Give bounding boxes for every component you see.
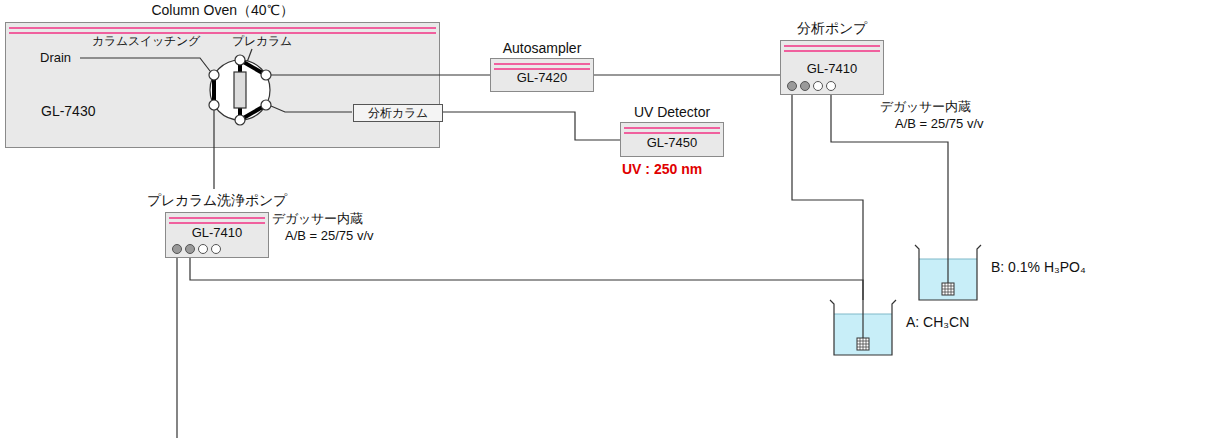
unit-title: Column Oven（40℃） bbox=[151, 2, 293, 20]
tubing-line bbox=[594, 74, 780, 75]
annotation: A/B = 25/75 v/v bbox=[285, 228, 374, 243]
instrument-box: プレカラム洗浄ポンプGL-7410 bbox=[165, 212, 269, 258]
annotation: カラムスイッチング bbox=[92, 33, 200, 50]
tubing-line bbox=[792, 95, 863, 300]
unit-title: 分析ポンプ bbox=[797, 20, 867, 38]
solvent-bottle: A: CH₃CN bbox=[830, 300, 896, 355]
pink-band bbox=[9, 27, 436, 34]
valve-path bbox=[212, 75, 216, 105]
pump-port bbox=[827, 82, 836, 91]
valve-port bbox=[235, 115, 245, 125]
beaker bbox=[915, 245, 981, 300]
valve-port bbox=[209, 70, 219, 80]
analytical-column: 分析カラム bbox=[353, 104, 443, 122]
pump-port bbox=[173, 245, 182, 254]
column-label: 分析カラム bbox=[354, 105, 442, 121]
model-number: GL-7420 bbox=[491, 70, 593, 85]
annotation: デガッサー内蔵 bbox=[272, 210, 363, 228]
model-number: GL-7450 bbox=[621, 135, 723, 150]
instrument-box: 分析ポンプGL-7410 bbox=[780, 40, 884, 95]
drain-line bbox=[80, 58, 210, 71]
unit-title: プレカラム洗浄ポンプ bbox=[147, 192, 287, 210]
column-oven: 分析カラムColumn Oven（40℃）GL-7430 bbox=[5, 22, 440, 148]
annotation: A/B = 25/75 v/v bbox=[895, 116, 984, 131]
model-number: GL-7430 bbox=[41, 103, 95, 119]
valve-line bbox=[271, 106, 352, 112]
annotation: Drain bbox=[40, 50, 71, 65]
instrument-box: AutosamplerGL-7420 bbox=[490, 58, 594, 92]
pump-port bbox=[788, 82, 797, 91]
unit-title: Autosampler bbox=[503, 40, 582, 56]
valve-port bbox=[235, 55, 245, 65]
supply-line bbox=[176, 258, 177, 438]
leader-line bbox=[244, 49, 252, 70]
annotation: プレカラム bbox=[232, 33, 292, 50]
valve-path bbox=[240, 60, 266, 75]
wavelength-label: UV : 250 nm bbox=[622, 161, 702, 177]
pump-port bbox=[199, 245, 208, 254]
pump-port bbox=[186, 245, 195, 254]
beaker bbox=[830, 300, 896, 355]
pink-band bbox=[169, 217, 265, 224]
solvent-label: A: CH₃CN bbox=[906, 314, 969, 330]
pink-band bbox=[494, 63, 590, 70]
solvent-bottle: B: 0.1% H₃PO₄ bbox=[915, 245, 981, 300]
tubing-line bbox=[213, 148, 214, 189]
pink-band bbox=[624, 127, 720, 134]
valve-path bbox=[240, 105, 266, 120]
tubing-line bbox=[443, 112, 620, 140]
model-number: GL-7410 bbox=[166, 225, 268, 240]
model-number: GL-7410 bbox=[781, 61, 883, 76]
pump-port bbox=[814, 82, 823, 91]
valve-path bbox=[238, 60, 242, 72]
solvent-label: B: 0.1% H₃PO₄ bbox=[991, 259, 1086, 275]
switching-valve bbox=[210, 60, 270, 120]
unit-title: UV Detector bbox=[634, 104, 710, 120]
pink-band bbox=[784, 45, 880, 52]
tubing-line bbox=[190, 258, 863, 300]
instrument-box: UV DetectorGL-7450 bbox=[620, 122, 724, 157]
valve-port bbox=[209, 100, 219, 110]
valve-port bbox=[261, 70, 271, 80]
valve-line bbox=[213, 110, 214, 148]
annotation: デガッサー内蔵 bbox=[880, 98, 971, 116]
pump-port bbox=[801, 82, 810, 91]
valve-line bbox=[271, 74, 440, 75]
valve-path bbox=[238, 108, 242, 120]
tubing-line bbox=[440, 74, 490, 75]
precolumn bbox=[234, 72, 246, 108]
pump-port bbox=[212, 245, 221, 254]
valve-port bbox=[261, 100, 271, 110]
